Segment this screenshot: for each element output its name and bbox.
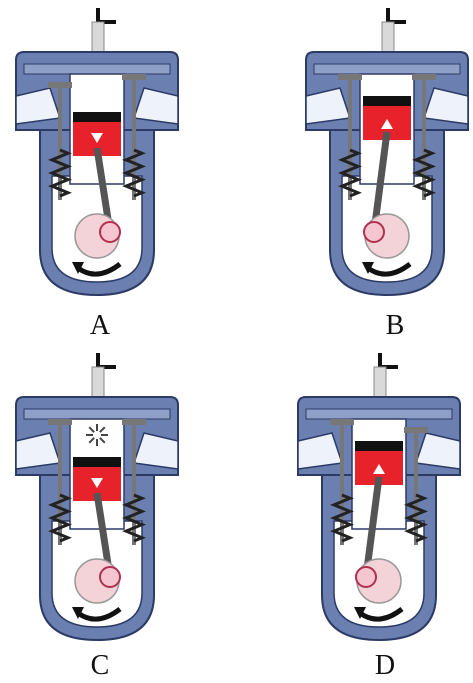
exhaust-valve-head <box>122 74 146 80</box>
water-jacket <box>305 408 453 420</box>
spark-burst-ray <box>99 426 106 433</box>
spark-burst-ray <box>88 426 95 433</box>
valve-spring-icon <box>48 148 72 198</box>
rotation-arrow-icon <box>366 261 412 277</box>
engine-group-a <box>15 8 179 297</box>
exhaust-valve-head <box>404 427 428 433</box>
exhaust-valve-head <box>122 419 146 425</box>
spark-plug-icon <box>381 21 395 53</box>
rotation-arrow-head <box>72 607 84 619</box>
piston-direction-arrow <box>91 133 103 143</box>
piston-direction-arrow <box>381 119 393 129</box>
valve-spring-icon <box>330 493 354 543</box>
piston-crown <box>73 112 121 122</box>
water-jacket <box>313 63 461 75</box>
intake-valve-head <box>48 419 72 425</box>
connecting-rod <box>370 131 391 233</box>
connecting-rod <box>362 476 383 578</box>
crank-pin <box>99 221 121 243</box>
spark-plug-wire <box>96 8 116 24</box>
rotation-arrow-head <box>72 262 84 274</box>
panel-label-b: B <box>385 310 405 341</box>
intake-valve-head <box>330 419 354 425</box>
engine-svg-c <box>15 353 179 642</box>
spark-plug-wire <box>386 8 406 24</box>
rotation-arrow-icon <box>76 261 122 277</box>
spark-plug-icon <box>91 21 105 53</box>
spark-burst-ray <box>99 437 106 444</box>
engine-svg-a <box>15 8 179 297</box>
engine-diagram-c <box>10 345 210 645</box>
rotation-arrow-head <box>362 262 374 274</box>
engine-svg-d <box>297 353 461 642</box>
piston-crown <box>355 441 403 451</box>
valve-spring-icon <box>404 493 428 543</box>
engine-diagram-b <box>300 0 473 300</box>
engine-diagram-a <box>10 0 210 300</box>
intake-valve-head <box>48 82 72 88</box>
panel-label-a: A <box>89 310 111 341</box>
valve-spring-icon <box>338 148 362 198</box>
spark-plug-wire <box>96 353 116 369</box>
spark-burst-ray <box>88 437 95 444</box>
water-jacket <box>23 63 171 75</box>
engine-group-b <box>305 8 469 297</box>
valve-spring-icon <box>412 148 436 198</box>
water-jacket <box>23 408 171 420</box>
rotation-arrow-icon <box>358 606 404 622</box>
crank-pin <box>355 566 377 588</box>
spark-plug-icon <box>91 366 105 398</box>
spark-plug-icon <box>373 366 387 398</box>
panel-label-d: D <box>374 650 396 681</box>
valve-spring-icon <box>122 148 146 198</box>
engine-diagram-d <box>292 345 473 645</box>
piston-direction-arrow <box>373 464 385 474</box>
crank-pin <box>363 221 385 243</box>
spark-plug-wire <box>378 353 398 369</box>
rotation-arrow-icon <box>76 606 122 622</box>
piston-crown <box>73 457 121 467</box>
panel-label-c: C <box>90 650 110 681</box>
piston-direction-arrow <box>91 478 103 488</box>
exhaust-valve-head <box>412 74 436 80</box>
rotation-arrow-head <box>354 607 366 619</box>
crank-pin <box>99 566 121 588</box>
engine-group-d <box>297 353 461 642</box>
engine-group-c <box>15 353 179 642</box>
valve-spring-icon <box>48 493 72 543</box>
valve-spring-icon <box>122 493 146 543</box>
intake-valve-head <box>338 74 362 80</box>
engine-svg-b <box>305 8 469 297</box>
piston-crown <box>363 96 411 106</box>
